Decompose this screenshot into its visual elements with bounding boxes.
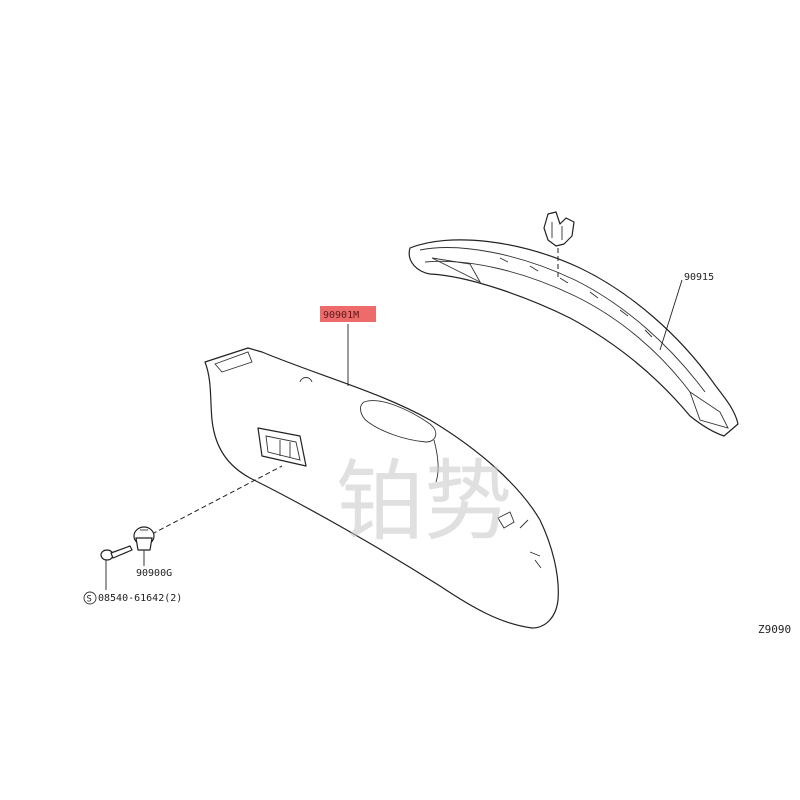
clip-label[interactable]: 90900G (136, 568, 172, 579)
clip-install-line (151, 465, 283, 535)
screw-marker-letter: S (87, 595, 92, 605)
diagram-code: Z9090 (758, 623, 791, 636)
leader-finisher (659, 279, 683, 351)
grommet-clip[interactable] (133, 526, 155, 551)
trim-panel-label[interactable]: 90901M (323, 310, 359, 321)
watermark: 铂势 (336, 450, 512, 553)
retainer-clip[interactable] (543, 211, 575, 247)
trim-panel-part[interactable] (204, 347, 559, 629)
screw-label[interactable]: 08540-61642(2) (98, 593, 182, 604)
finisher-label[interactable]: 90915 (684, 272, 714, 283)
trim-panel-label-highlight (320, 306, 376, 322)
finisher-part[interactable] (408, 239, 739, 437)
screw[interactable] (100, 545, 133, 561)
screw-marker-icon (83, 591, 97, 605)
